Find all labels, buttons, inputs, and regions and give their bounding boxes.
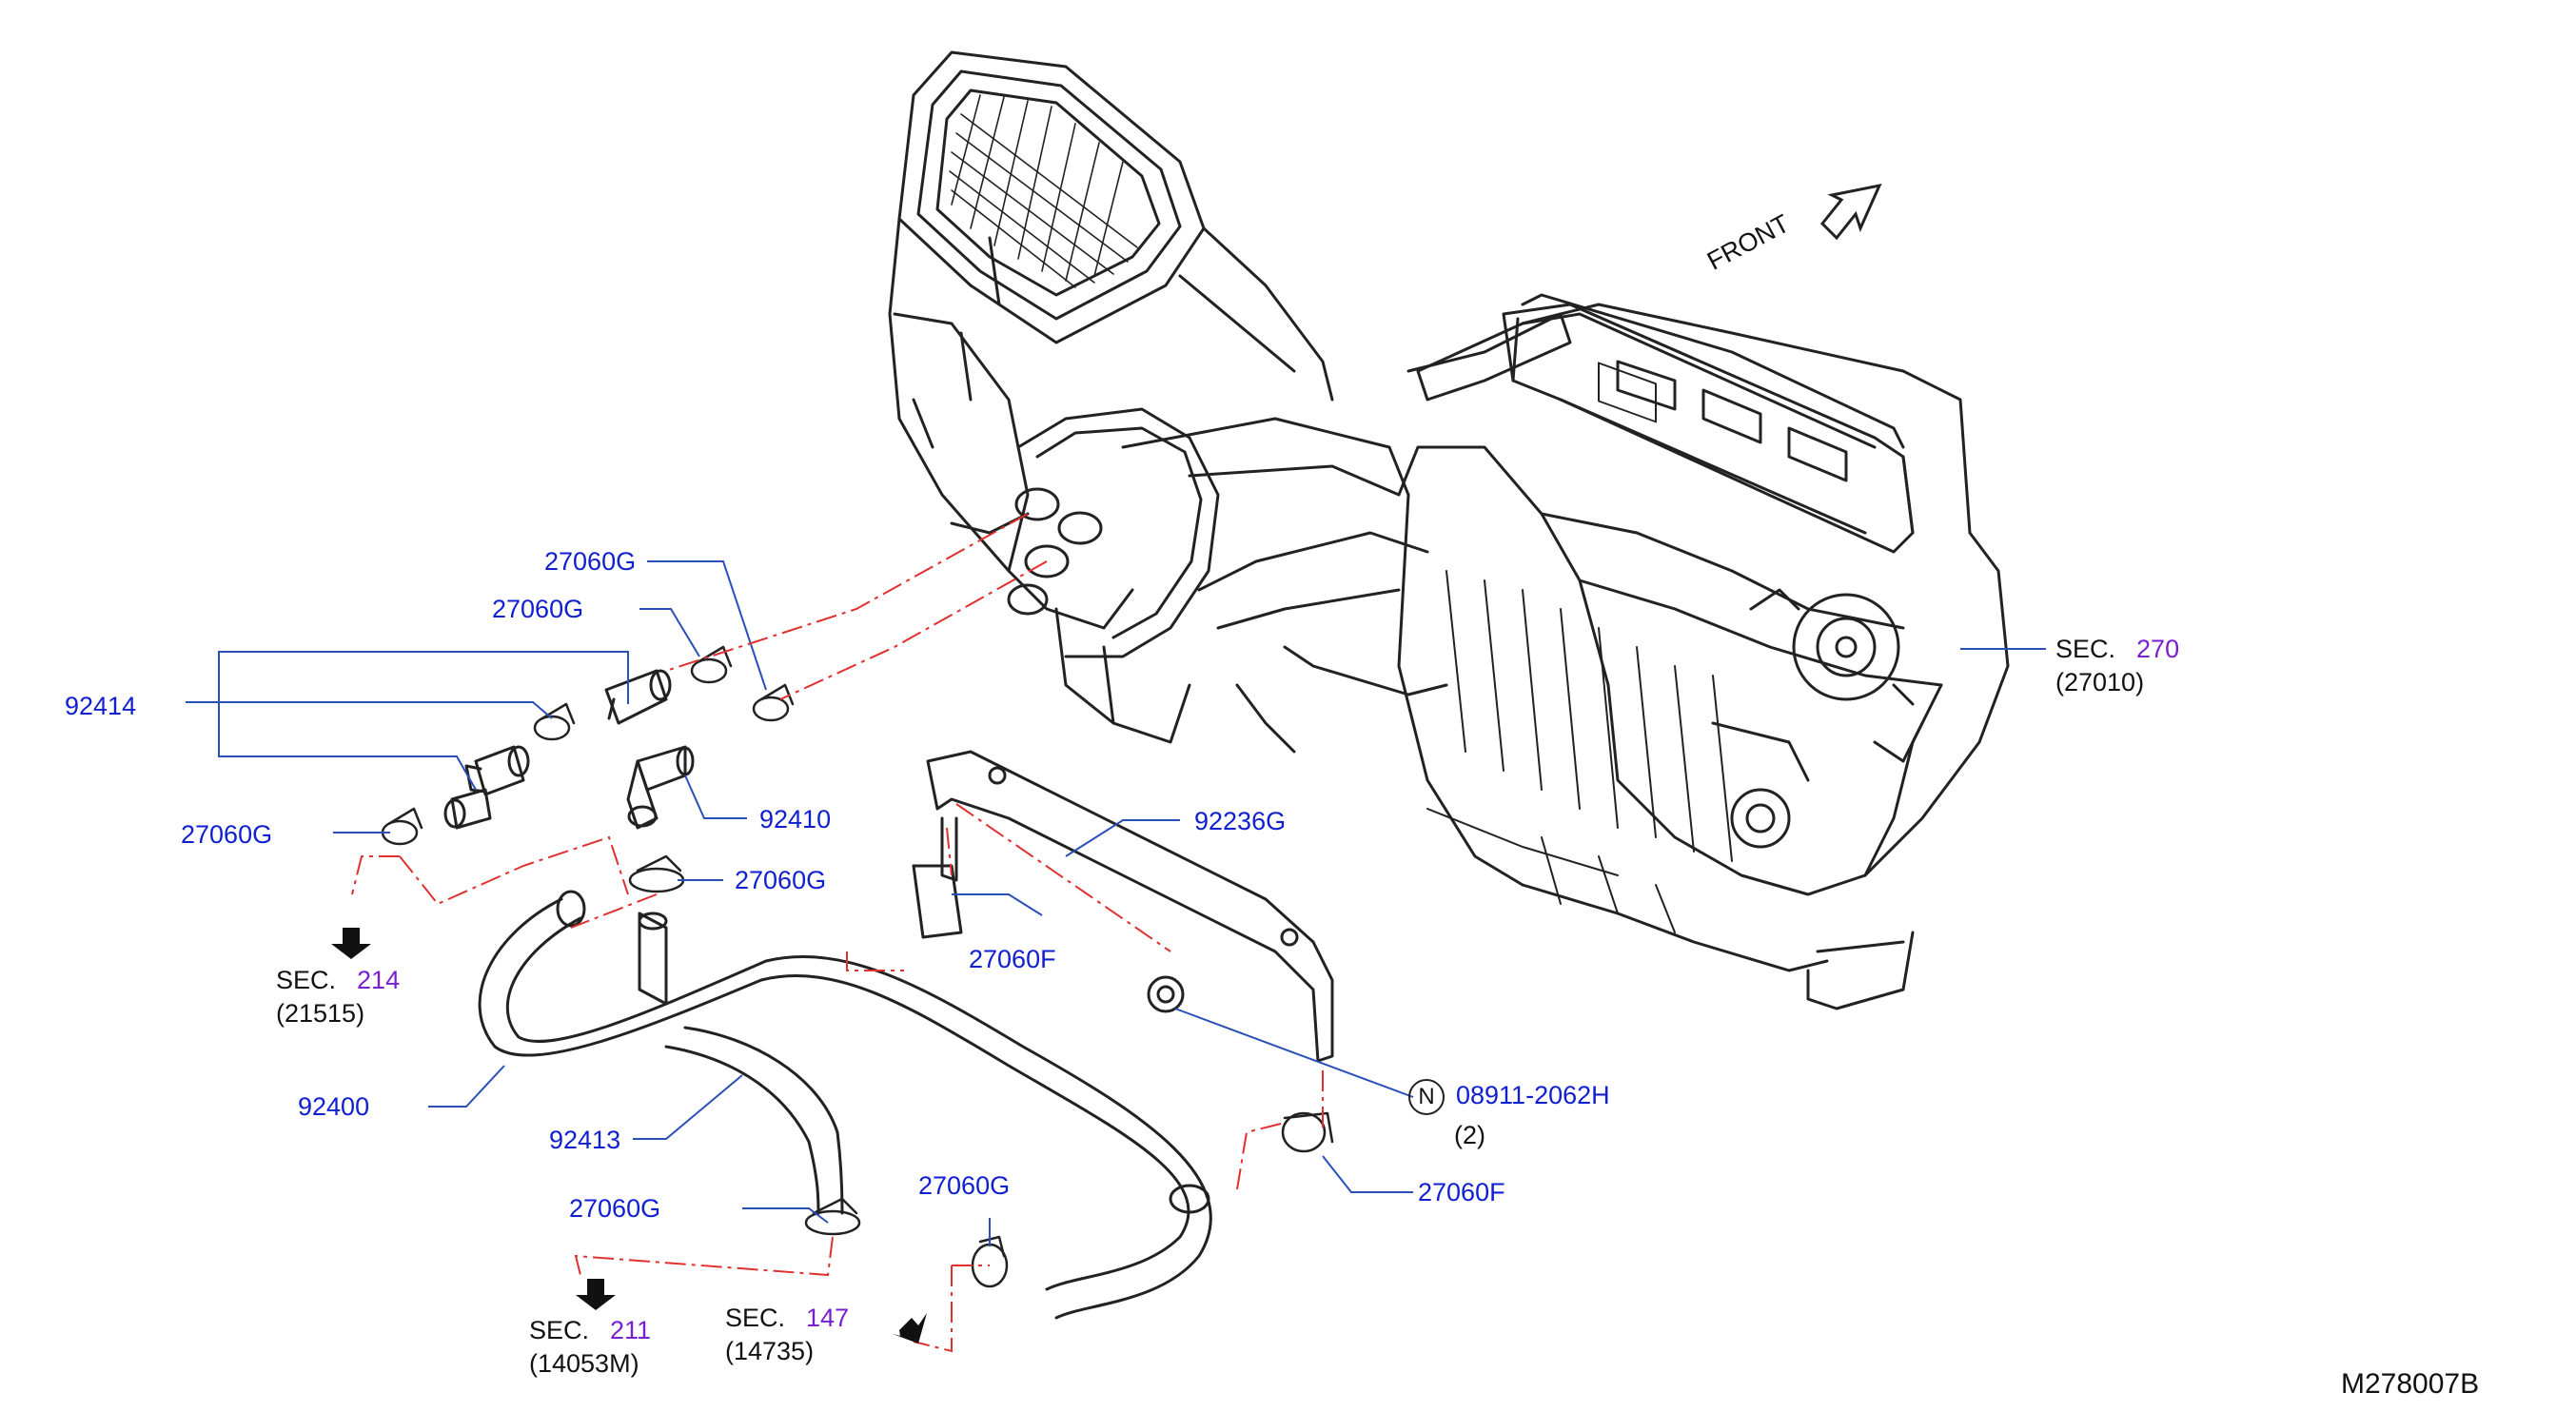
callout-92410: 92410	[759, 805, 832, 833]
callout-27060g-a: 27060G	[544, 547, 637, 576]
callout-27060g-f: 27060G	[918, 1171, 1011, 1200]
section-270-label: SEC.	[2055, 635, 2116, 663]
connecting-duct	[1121, 417, 1448, 754]
front-arrow-icon	[1819, 183, 1882, 241]
section-arrows	[331, 928, 927, 1343]
callout-92413: 92413	[549, 1126, 621, 1154]
section-211-ref: (14053M)	[529, 1349, 639, 1378]
callout-27060g-e: 27060G	[569, 1194, 661, 1223]
nut-qty: (2)	[1454, 1121, 1485, 1149]
section-211-number: 211	[610, 1316, 652, 1344]
section-147-number: 147	[806, 1304, 850, 1332]
section-147-ref: (14735)	[725, 1337, 815, 1365]
section-214-label: SEC.	[276, 966, 337, 994]
callout-92400: 92400	[298, 1092, 370, 1121]
nut-symbol-icon: N	[1408, 1079, 1445, 1115]
top-air-duct	[1416, 293, 1915, 554]
nut-part-number: 08911-2062H	[1456, 1081, 1610, 1110]
hose-92413	[664, 1026, 844, 1215]
section-270[interactable]: SEC. 270 (27010)	[2055, 637, 2179, 696]
section-214[interactable]: SEC. 214 (21515)	[276, 968, 400, 1027]
leader-lines	[186, 560, 2046, 1246]
callout-27060g-b: 27060G	[492, 595, 584, 623]
callout-92236g: 92236G	[1194, 807, 1287, 835]
hose-92400	[478, 890, 1212, 1320]
callout-27060g-d: 27060G	[735, 866, 827, 894]
section-211-label: SEC.	[529, 1316, 590, 1344]
section-147-label: SEC.	[725, 1304, 786, 1332]
section-211[interactable]: SEC. 211 (14053M)	[529, 1318, 651, 1377]
section-270-number: 270	[2136, 635, 2180, 663]
callout-27060f-b: 27060F	[1418, 1178, 1505, 1206]
mode-actuator	[1711, 588, 1924, 849]
hose-clamps	[381, 645, 1334, 1288]
callout-92414: 92414	[65, 692, 137, 720]
section-214-number: 214	[357, 966, 401, 994]
callout-nut: N 08911-2062H (2)	[1408, 1079, 1610, 1148]
section-270-ref: (27010)	[2055, 668, 2145, 696]
upper-hose-fittings	[443, 669, 695, 830]
callout-27060f-a: 27060F	[969, 945, 1056, 973]
connection-lines	[351, 513, 1324, 1353]
blower-intake-housing	[897, 50, 1206, 344]
bracket-92236g	[912, 750, 1334, 1063]
section-147[interactable]: SEC. 147 (14735)	[725, 1305, 849, 1364]
diagram-id: M278007B	[2341, 1368, 2480, 1400]
section-214-ref: (21515)	[276, 999, 365, 1028]
heater-unit-case	[1397, 303, 2010, 1010]
arrow-sec211-icon	[576, 1279, 616, 1310]
callout-27060g-c: 27060G	[181, 820, 273, 849]
blower-case	[888, 217, 1334, 744]
arrow-sec147-icon	[893, 1313, 927, 1343]
arrow-sec214-icon	[331, 928, 371, 959]
